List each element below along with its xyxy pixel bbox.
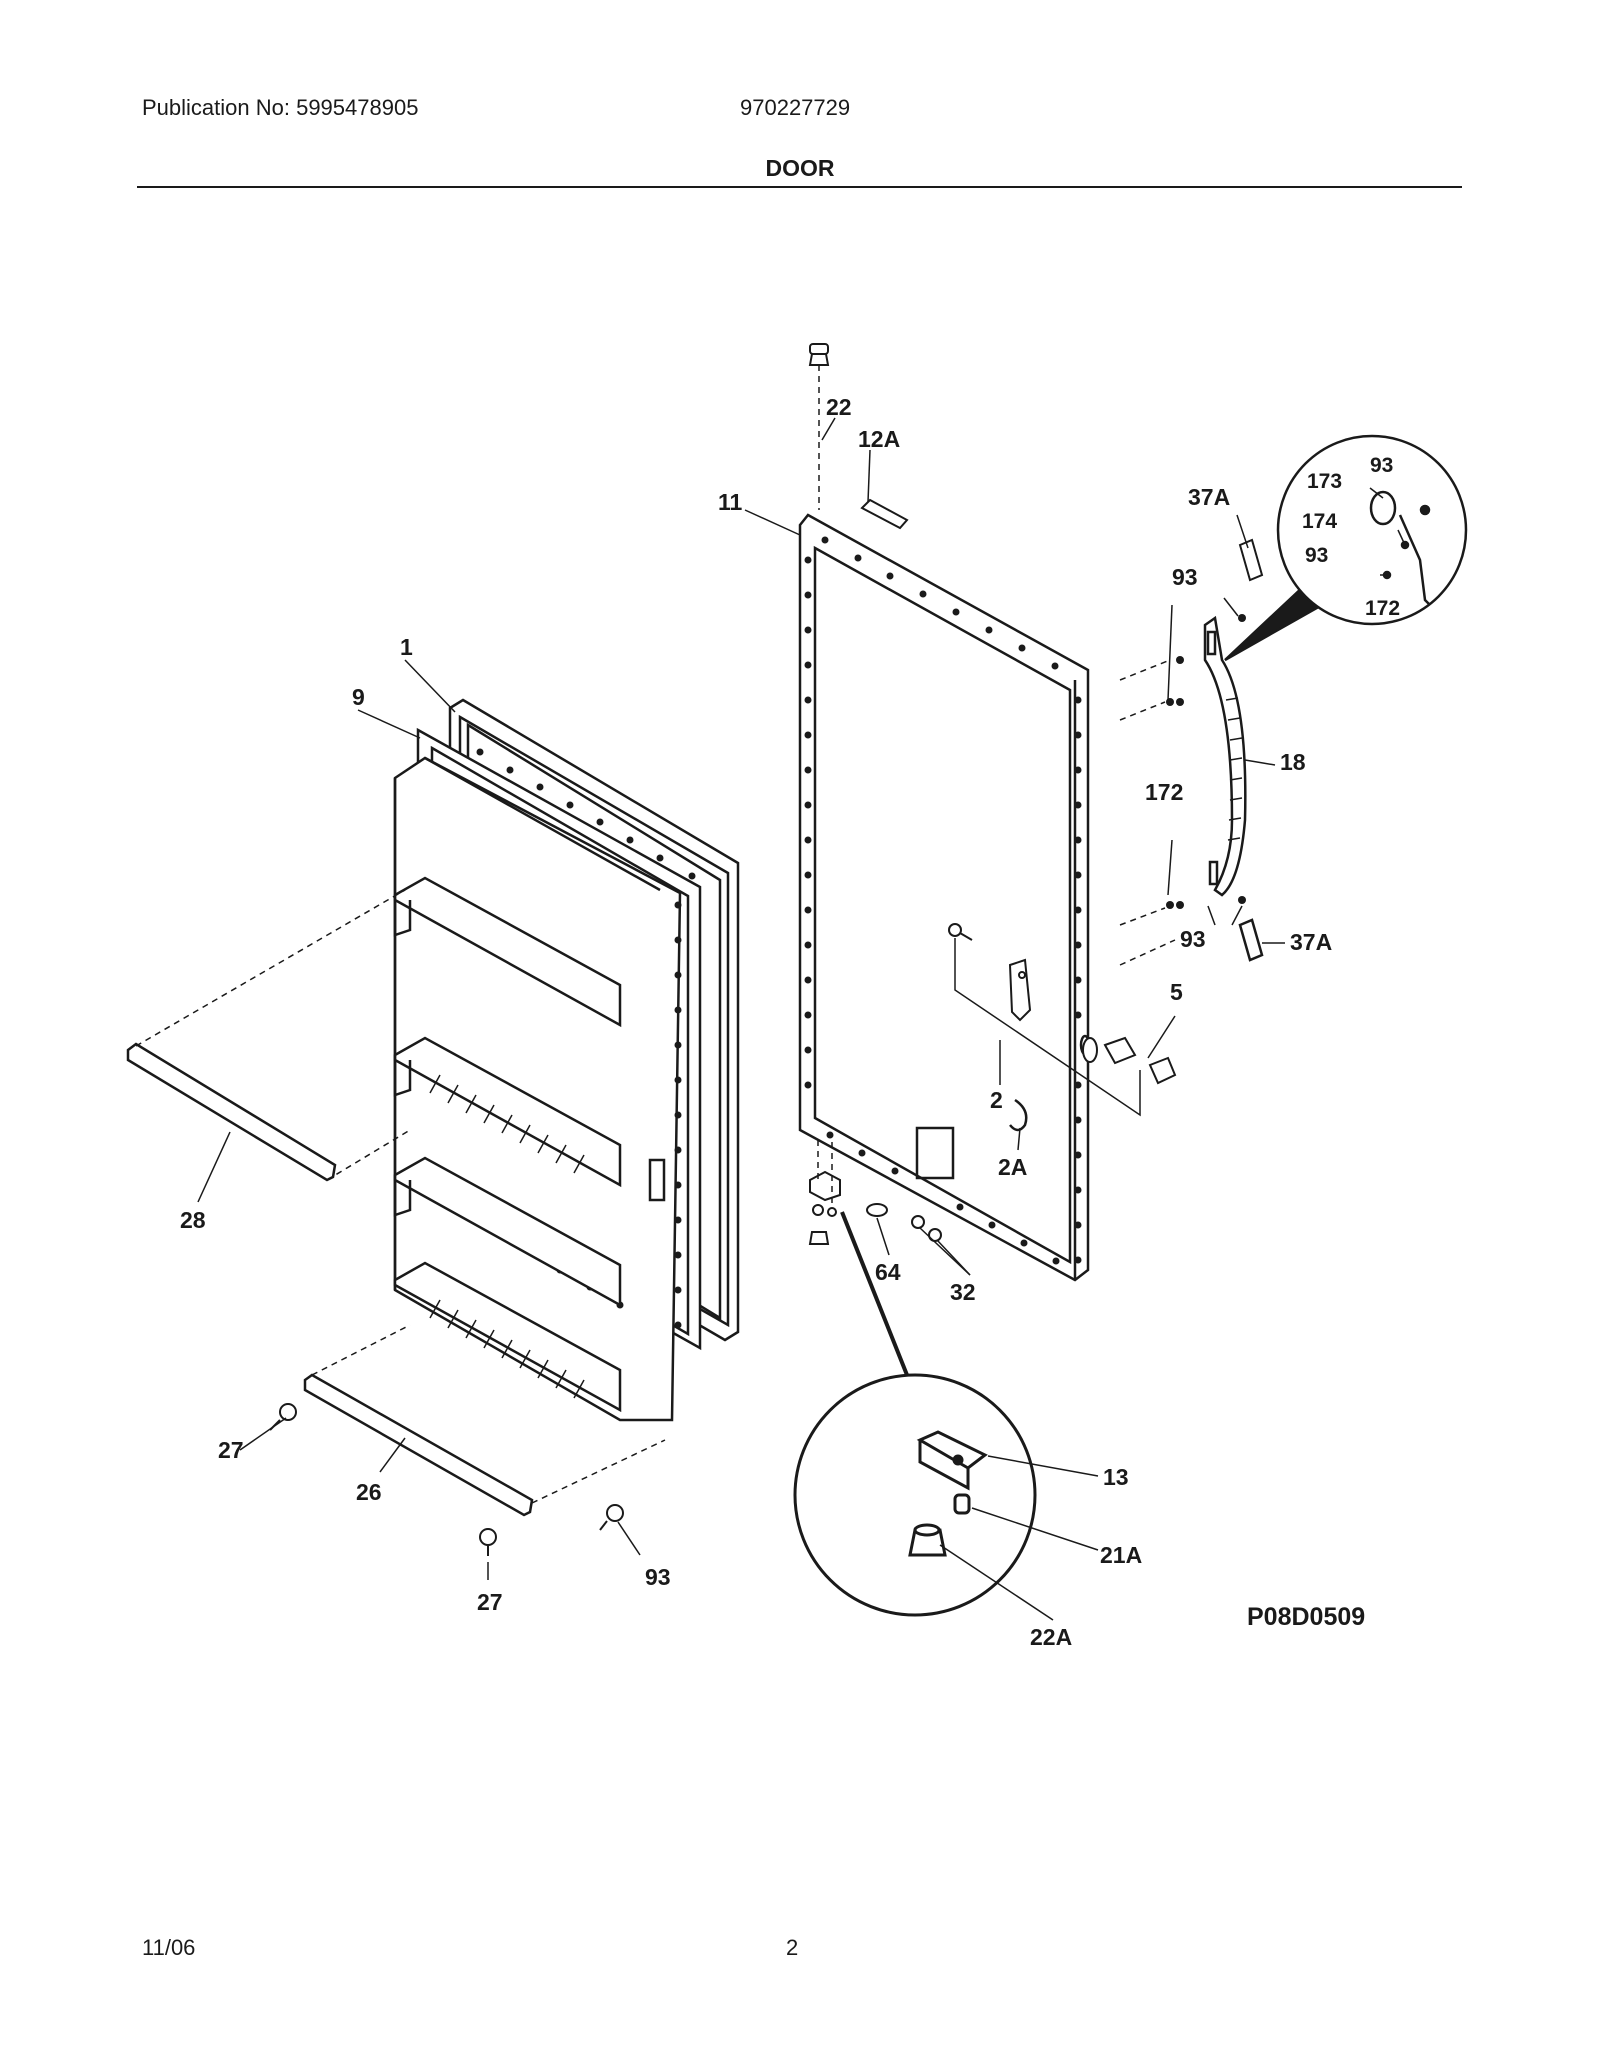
- callout-27-left: 27: [218, 1437, 244, 1463]
- header-rule: [137, 186, 1462, 188]
- screw-93-bottom: [599, 1504, 624, 1531]
- guide-lines: [135, 365, 1176, 1504]
- callout-93-inset-bottom: 93: [1305, 544, 1328, 567]
- page-title: DOOR: [765, 155, 835, 181]
- callout-37A-top: 37A: [1188, 484, 1230, 510]
- washer-64: [866, 1203, 888, 1217]
- callout-93-inset-top: 93: [1370, 454, 1393, 477]
- callout-173: 173: [1307, 470, 1342, 493]
- callout-93-bottom: 93: [645, 1564, 671, 1590]
- callout-174: 174: [1302, 510, 1337, 533]
- callout-9: 9: [352, 684, 365, 710]
- handle-detail-inset: [1224, 434, 1468, 662]
- callout-5: 5: [1170, 979, 1183, 1005]
- hinge-inset-pointer: [840, 1211, 909, 1376]
- callout-37A-bottom: 37A: [1290, 929, 1332, 955]
- callout-93-handle-bottom: 93: [1180, 926, 1206, 952]
- callout-172: 172: [1145, 779, 1183, 805]
- model-number: 970227729: [740, 95, 851, 120]
- publication-number: Publication No: 5995478905: [142, 95, 419, 120]
- callout-2A: 2A: [998, 1154, 1027, 1180]
- screw-2: [948, 923, 973, 941]
- callout-28: 28: [180, 1207, 206, 1233]
- leader-lines: [197, 417, 1406, 1621]
- plug-22: [808, 343, 830, 366]
- handle-18: [1203, 615, 1247, 897]
- callout-1: 1: [400, 634, 413, 660]
- shelf-ribs: [429, 1074, 585, 1399]
- callout-22: 22: [826, 394, 852, 420]
- callout-64: 64: [875, 1259, 901, 1285]
- publication-date: 11/06: [142, 1935, 196, 1960]
- callout-13: 13: [1103, 1464, 1129, 1490]
- label-12A: [860, 498, 909, 530]
- upper-trim-strip: [126, 1042, 337, 1182]
- callout-32: 32: [950, 1279, 976, 1305]
- handle-screws-93: [1166, 614, 1246, 909]
- callout-27-bottom: 27: [477, 1589, 503, 1615]
- callout-172-inset: 172: [1365, 597, 1400, 620]
- hinge-bracket: [808, 1170, 841, 1245]
- clip-2A: [1009, 1098, 1028, 1132]
- page-number: 2: [786, 1935, 799, 1960]
- callout-2: 2: [990, 1087, 1003, 1113]
- callout-26: 26: [356, 1479, 382, 1505]
- outer-panel-holes: [804, 536, 1082, 1265]
- outer-door-panel: [798, 513, 1091, 1282]
- nuts-32: [911, 1215, 942, 1242]
- cap-37A-top: [1238, 538, 1264, 582]
- callout-22A: 22A: [1030, 1624, 1072, 1650]
- latch-bracket-2: [1008, 958, 1032, 1022]
- cap-37A-bottom: [1238, 918, 1264, 962]
- lower-trim-strip: [303, 1373, 534, 1517]
- hinge-detail-inset: [793, 1373, 1037, 1617]
- lock-connector-lines: [954, 938, 1141, 1117]
- diagram-code: P08D0509: [1247, 1603, 1365, 1631]
- handle-ribs: [1225, 697, 1243, 841]
- screw-27-bottom: [479, 1528, 497, 1556]
- callout-12A: 12A: [858, 426, 900, 452]
- callout-93-handle-top: 93: [1172, 564, 1198, 590]
- callout-18: 18: [1280, 749, 1306, 775]
- callout-21A: 21A: [1100, 1542, 1142, 1568]
- callout-11: 11: [718, 489, 743, 515]
- lock-cylinder-5: [1082, 1036, 1177, 1085]
